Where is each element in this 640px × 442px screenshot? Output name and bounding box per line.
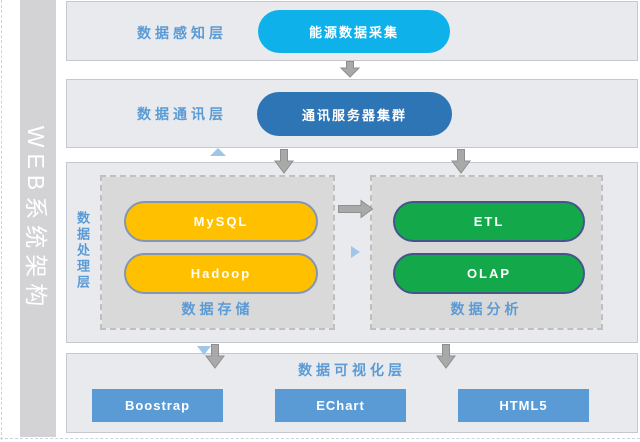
node-energy-data-collection: 能源数据采集 (258, 10, 450, 53)
node-hadoop: Hadoop (124, 253, 318, 294)
slide-left-dashed-border (1, 0, 2, 440)
label-processing-layer: 数据处理层 (75, 211, 90, 291)
diagram-title: WEB系统架构 (23, 125, 50, 312)
down-arrow-icon (340, 61, 360, 78)
viz-box-boostrap: Boostrap (92, 389, 223, 422)
label-data-analysis: 数据分析 (450, 301, 523, 317)
node-olap: OLAP (393, 253, 585, 294)
label-visualization-layer: 数据可视化层 (298, 362, 406, 378)
triangle-right-icon (351, 246, 360, 258)
label-perception-layer: 数据感知层 (137, 25, 227, 41)
viz-box-echart: EChart (275, 389, 406, 422)
node-etl: ETL (393, 201, 585, 242)
node-mysql: MySQL (124, 201, 318, 242)
down-arrow-icon (205, 344, 225, 369)
right-arrow-icon (338, 199, 374, 219)
down-arrow-icon (436, 344, 456, 369)
viz-box-html5: HTML5 (458, 389, 589, 422)
triangle-up-icon (210, 148, 226, 156)
label-data-storage: 数据存储 (181, 301, 254, 317)
triangle-down-icon (197, 346, 211, 355)
vertical-title-bar: WEB系统架构 (20, 0, 56, 437)
slide-bottom-dashed-border (0, 438, 640, 439)
down-arrow-icon (274, 149, 294, 174)
node-communication-server-cluster: 通讯服务器集群 (257, 92, 452, 136)
down-arrow-icon (451, 149, 471, 174)
label-communication-layer: 数据通讯层 (137, 106, 227, 122)
